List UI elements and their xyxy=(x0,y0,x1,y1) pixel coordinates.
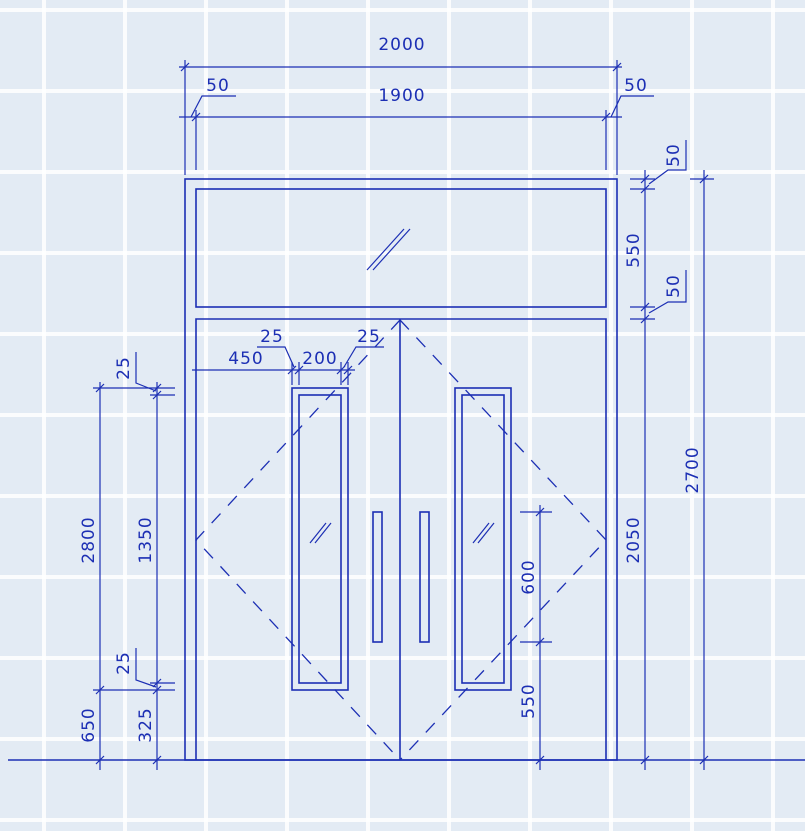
dim-panel-gap-right: 25 xyxy=(357,327,381,347)
dim-window-height: 1350 xyxy=(136,516,156,563)
dim-frame-left: 50 xyxy=(206,76,230,96)
dim-lines-left xyxy=(93,352,175,770)
dim-top-frame: 50 xyxy=(664,143,684,167)
dim-handle-height: 550 xyxy=(519,683,539,718)
dim-overall-height: 2700 xyxy=(683,446,703,493)
dim-base-650: 650 xyxy=(79,707,99,742)
dim-transom-bottom-frame: 50 xyxy=(664,274,684,298)
vision-panel-right xyxy=(454,387,512,691)
dim-lines-right xyxy=(520,140,714,770)
dim-frame-right: 50 xyxy=(624,76,648,96)
dim-panel-width: 200 xyxy=(302,349,337,369)
dim-transom-height: 550 xyxy=(624,232,644,267)
dim-window-bottom-gap: 25 xyxy=(114,651,134,675)
dim-overall-width: 2000 xyxy=(378,35,425,55)
dim-lines-top xyxy=(179,60,654,175)
dim-total-2800: 2800 xyxy=(79,516,99,563)
swing-lines xyxy=(195,319,607,761)
pull-handle-right xyxy=(419,511,430,643)
dim-window-top-gap: 25 xyxy=(114,356,134,380)
glass-mark-transom xyxy=(366,228,411,271)
dim-inner-width: 1900 xyxy=(378,86,425,106)
dim-panel-gap-left: 25 xyxy=(260,327,284,347)
dim-door-height: 2050 xyxy=(624,516,644,563)
door-frame xyxy=(184,178,618,761)
dim-handle-length: 600 xyxy=(519,559,539,594)
pull-handle-left xyxy=(372,511,383,643)
dim-panel-offset: 450 xyxy=(228,349,263,369)
dim-lines-panel xyxy=(192,346,384,385)
dim-window-sill: 325 xyxy=(136,707,156,742)
vision-panel-left xyxy=(291,387,349,691)
